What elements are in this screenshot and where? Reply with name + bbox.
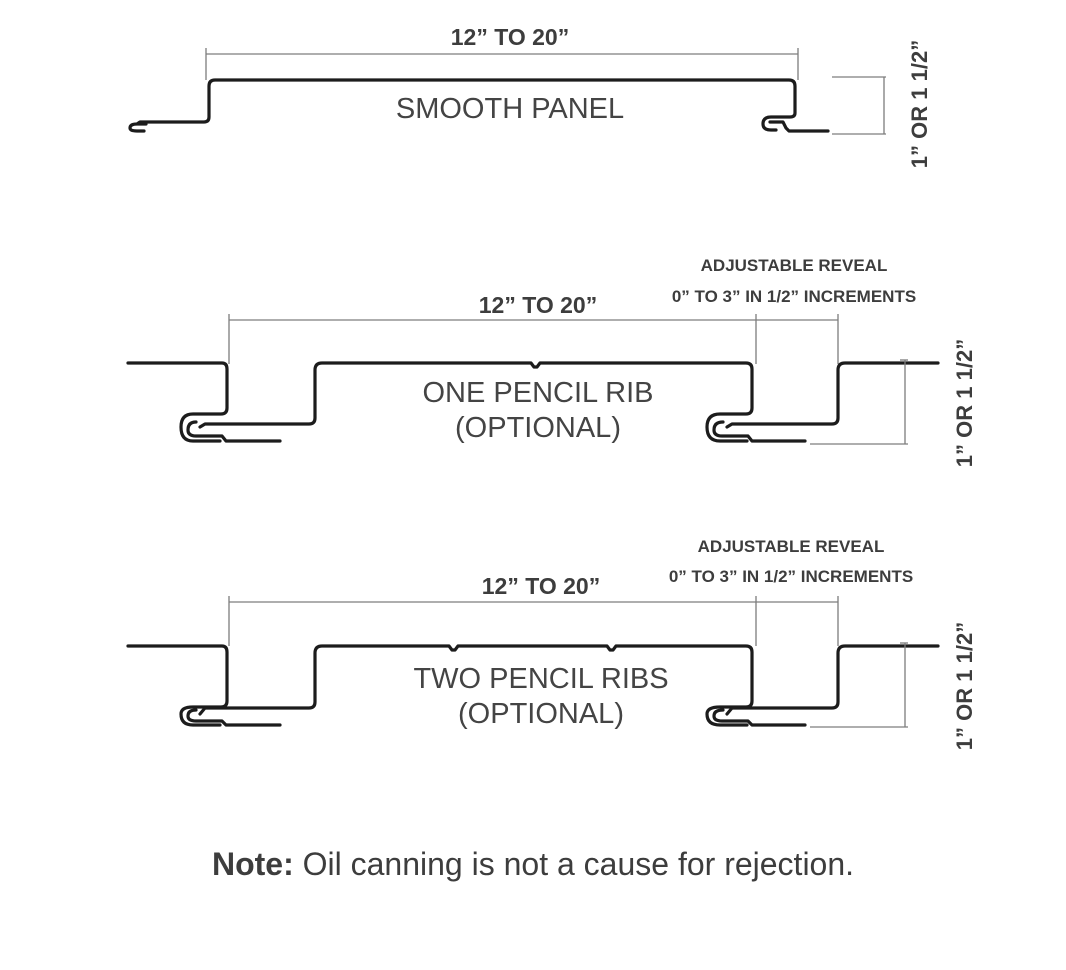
depth-label: 1” OR 1 1/2”	[952, 339, 977, 467]
depth-label: 1” OR 1 1/2”	[907, 40, 932, 168]
panel-name: TWO PENCIL RIBS	[413, 663, 668, 695]
right-hook-lip	[712, 420, 807, 443]
panel-name: SMOOTH PANEL	[396, 93, 624, 125]
smooth-panel-drawing: 12” TO 20” SMOOTH PANEL 1” OR 1 1/2”	[128, 24, 932, 168]
reveal-title: ADJUSTABLE REVEAL	[698, 537, 885, 556]
depth-label: 1” OR 1 1/2”	[952, 622, 977, 750]
smooth-panel-lip	[768, 120, 830, 133]
panel-name: ONE PENCIL RIB	[423, 377, 654, 409]
smooth-panel-profile	[128, 78, 797, 133]
panel-name-optional: (OPTIONAL)	[455, 412, 621, 444]
width-label: 12” TO 20”	[479, 292, 597, 318]
note-body: Oil canning is not a cause for rejection…	[293, 846, 855, 882]
reveal-range: 0” TO 3” IN 1/2” INCREMENTS	[672, 287, 916, 306]
right-adjacent-panel	[725, 361, 940, 429]
one-pencil-rib-drawing: ADJUSTABLE REVEAL 0” TO 3” IN 1/2” INCRE…	[126, 256, 977, 467]
right-adjacent-panel	[725, 644, 940, 716]
left-adjacent-panel	[126, 361, 229, 443]
left-hook-lip	[186, 708, 282, 727]
width-label: 12” TO 20”	[482, 573, 600, 599]
right-hook-lip	[712, 708, 807, 727]
note-text: Note: Oil canning is not a cause for rej…	[0, 846, 1066, 883]
reveal-range: 0” TO 3” IN 1/2” INCREMENTS	[669, 567, 913, 586]
note-label: Note:	[211, 846, 294, 882]
left-hook-lip	[186, 420, 282, 443]
one-pencil-rib-profile	[198, 361, 754, 443]
two-pencil-ribs-profile	[198, 644, 754, 727]
panel-name-optional: (OPTIONAL)	[458, 698, 624, 730]
reveal-title: ADJUSTABLE REVEAL	[701, 256, 888, 275]
width-label: 12” TO 20”	[451, 24, 569, 50]
left-adjacent-panel	[126, 644, 229, 727]
two-pencil-ribs-drawing: ADJUSTABLE REVEAL 0” TO 3” IN 1/2” INCRE…	[126, 537, 977, 750]
